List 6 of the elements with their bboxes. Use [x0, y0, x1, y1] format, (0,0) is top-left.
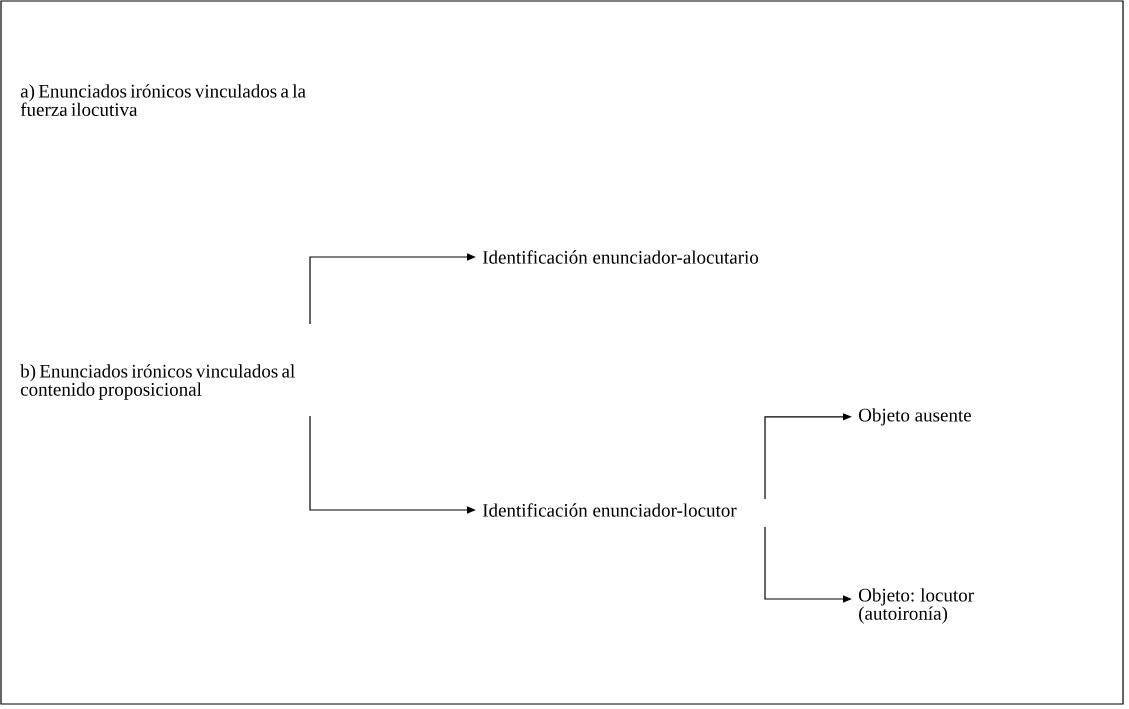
category-label: Objeto ausente: [859, 408, 971, 426]
category-label: Objeto: locutor (autoironía): [859, 588, 974, 624]
category-label: a) Enunciados irónicos vinculados a la fuerza ilocutiva: [20, 84, 306, 116]
category-label: b) Enunciados irónicos vinculados al contenido proposicional: [20, 364, 295, 400]
category-label: Identificación enunciador-alocutario: [482, 250, 759, 264]
category-label: Identificación enunciador-locutor: [482, 503, 737, 517]
